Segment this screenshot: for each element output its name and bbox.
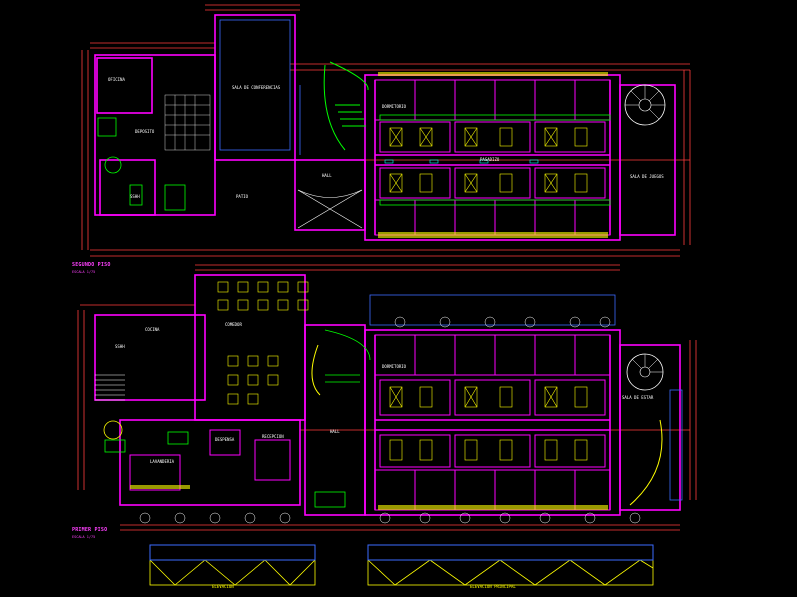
lower-dimension-lines [77,264,697,531]
room-label-juegos: SALA DE JUEGOS [630,174,664,179]
upper-void-cross [297,189,363,229]
room-label-deposito: DEPOSITO [135,129,155,134]
elevation-right-band [367,544,654,561]
room-label-sshh-upper: SSHH [130,194,140,199]
lower-blue-lines [369,294,683,501]
trees-row [139,316,641,524]
upper-green-fixtures [97,114,611,211]
room-label-sala-estar: SALA DE ESTAR [622,395,654,400]
room-label-patio: PATIO [236,194,249,199]
upper-plan-title: SEGUNDO PISO [72,262,111,268]
elevation-left-band [149,544,316,561]
room-label-sala: SALA DE CONFERENCIAS [232,85,281,90]
lower-room-partitions [129,334,611,511]
elevations [149,544,654,586]
room-label-dorm-upper: DORMITORIO [382,104,407,109]
room-label-hall-upper: HALL [322,173,332,178]
room-label-sshh-lower: SSHH [115,344,125,349]
elevation-right-label: ELEVACION PRINCIPAL [470,584,516,589]
elevation-right [367,544,654,586]
room-label-pasadizo: PASADIZO [480,157,500,162]
upper-furniture-top [378,72,608,238]
lower-small-stair [103,420,123,440]
room-label-comedor: COMEDOR [225,322,242,327]
upper-plan-scale: ESCALA 1/75 [72,270,96,274]
room-label-recepcion: RECEPCION [262,434,284,439]
upper-walls [94,14,676,241]
room-label-despensa: DESPENSA [215,437,235,442]
dining-tables [217,281,309,405]
lower-bathroom-fixtures [389,386,588,461]
upper-tiled-bath [164,94,211,151]
lower-spiral-stair [626,353,664,391]
lower-plan-title: PRIMER PISO [72,527,108,533]
room-label-hall-lower: HALL [330,429,340,434]
upper-curved-entrance [323,61,369,151]
elevation-left [149,544,316,586]
upper-spiral-stair [624,84,666,126]
upper-bathroom-fixtures [389,127,588,193]
lower-floor-plan [77,264,697,531]
lower-plan-scale: ESCALA 1/75 [72,535,96,539]
room-label-cocina: COCINA [145,327,160,332]
lower-green-fixtures [104,329,371,508]
lower-walls [94,274,681,516]
upper-dimension-lines [81,4,691,257]
room-label-dorm-lower: DORMITORIO [382,364,407,369]
lower-furniture-bands [130,485,608,510]
room-label-oficina: OFICINA [108,77,125,82]
upper-floor-plan [81,4,691,257]
upper-small-stair [104,156,122,174]
lower-stair-steps [95,374,125,401]
upper-desks [384,159,539,164]
room-label-lavanderia: LAVANDERIA [150,459,175,464]
lower-curved-path [311,344,663,506]
elevation-left-label: ELEVACION [212,584,234,589]
upper-blue-lines [219,19,301,155]
